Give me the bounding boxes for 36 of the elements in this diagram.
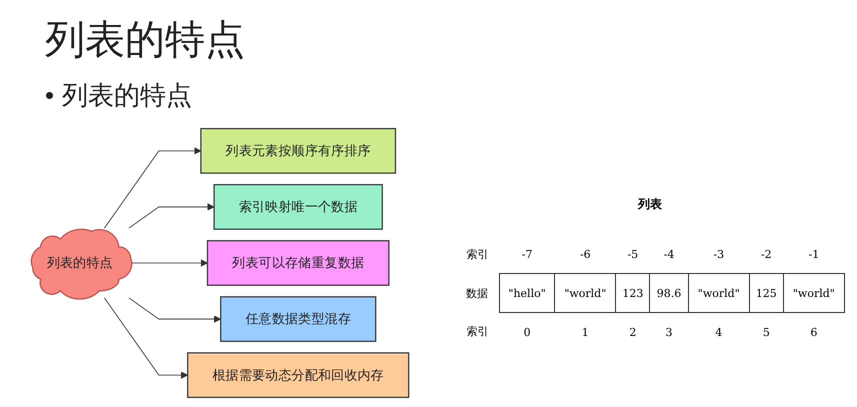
row-header: 数据 bbox=[455, 274, 500, 312]
row-header: 索引 bbox=[455, 235, 500, 274]
index-value: 1 bbox=[554, 312, 616, 351]
node-box: 索引映射唯一个数据 bbox=[213, 184, 383, 230]
index-value: -2 bbox=[749, 235, 784, 274]
index-value: 3 bbox=[650, 312, 688, 351]
index-value: -4 bbox=[650, 235, 688, 274]
arrow bbox=[104, 298, 188, 379]
data-cell: 98.6 bbox=[650, 274, 688, 312]
bullet-item: 列表的特点 bbox=[62, 80, 192, 113]
arrow bbox=[128, 203, 214, 228]
data-cell: 125 bbox=[749, 274, 784, 312]
index-value: -5 bbox=[616, 235, 650, 274]
data-cell: "hello" bbox=[500, 274, 555, 312]
index-value: 6 bbox=[783, 312, 844, 351]
index-value: -1 bbox=[783, 235, 844, 274]
arrow bbox=[128, 298, 221, 323]
node-box: 根据需要动态分配和回收内存 bbox=[187, 352, 410, 398]
index-value: 2 bbox=[616, 312, 650, 351]
index-value: -3 bbox=[688, 235, 750, 274]
arrow bbox=[104, 147, 202, 228]
slide-title: 列表的特点 bbox=[45, 16, 245, 65]
index-value: 5 bbox=[749, 312, 784, 351]
data-cell: "world" bbox=[554, 274, 616, 312]
data-cell: "world" bbox=[783, 274, 844, 312]
data-cell: "world" bbox=[688, 274, 750, 312]
row-header: 索引 bbox=[455, 312, 500, 351]
data-cell: 123 bbox=[616, 274, 650, 312]
index-value: 0 bbox=[500, 312, 555, 351]
index-value: 4 bbox=[688, 312, 750, 351]
table-caption: 列表 bbox=[636, 196, 663, 213]
index-value: -7 bbox=[500, 235, 555, 274]
node-box: 列表元素按顺序有序排序 bbox=[200, 128, 396, 174]
node-box: 任意数据类型混存 bbox=[220, 296, 376, 342]
index-value: -6 bbox=[554, 235, 616, 274]
node-box: 列表可以存储重复数据 bbox=[206, 240, 390, 286]
